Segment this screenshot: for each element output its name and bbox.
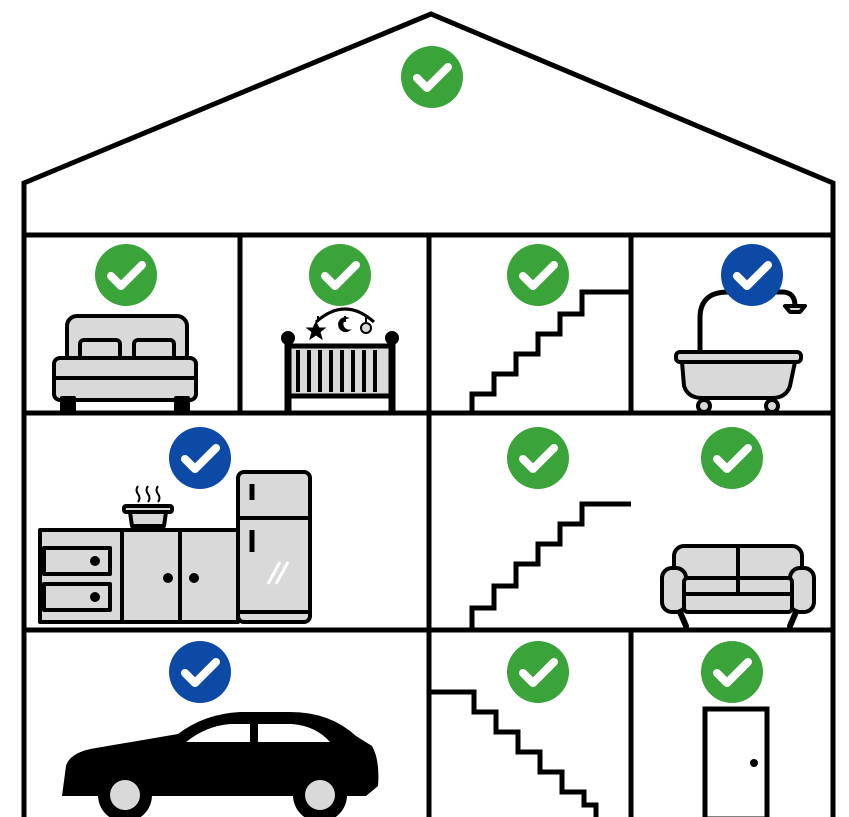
check-icon-attic [401,46,463,108]
check-icon-bedroom [95,244,157,306]
check-icon-stairs-upper [507,244,569,306]
house-outline [21,11,836,817]
car-icon [62,712,379,817]
check-icon-kitchen [169,427,231,489]
sofa-icon [660,544,816,629]
roof [21,11,836,817]
crib-icon [281,290,399,412]
check-icon-stairs-middle [507,427,569,489]
check-icon-garage [169,641,231,703]
bathtub-icon [674,289,807,414]
stairs-icon-lower [429,689,599,817]
status-badges [95,46,783,703]
stairs-icon-middle [469,501,631,630]
door-icon [702,706,770,817]
check-icon-entrance [701,641,763,703]
bed-icon [52,314,198,412]
stairs-icon-upper [469,289,631,413]
check-icon-nursery [309,244,371,306]
check-icon-bathroom [721,244,783,306]
check-icon-living-room [701,427,763,489]
check-icon-stairs-lower [507,641,569,703]
kitchen-icon [38,470,312,624]
